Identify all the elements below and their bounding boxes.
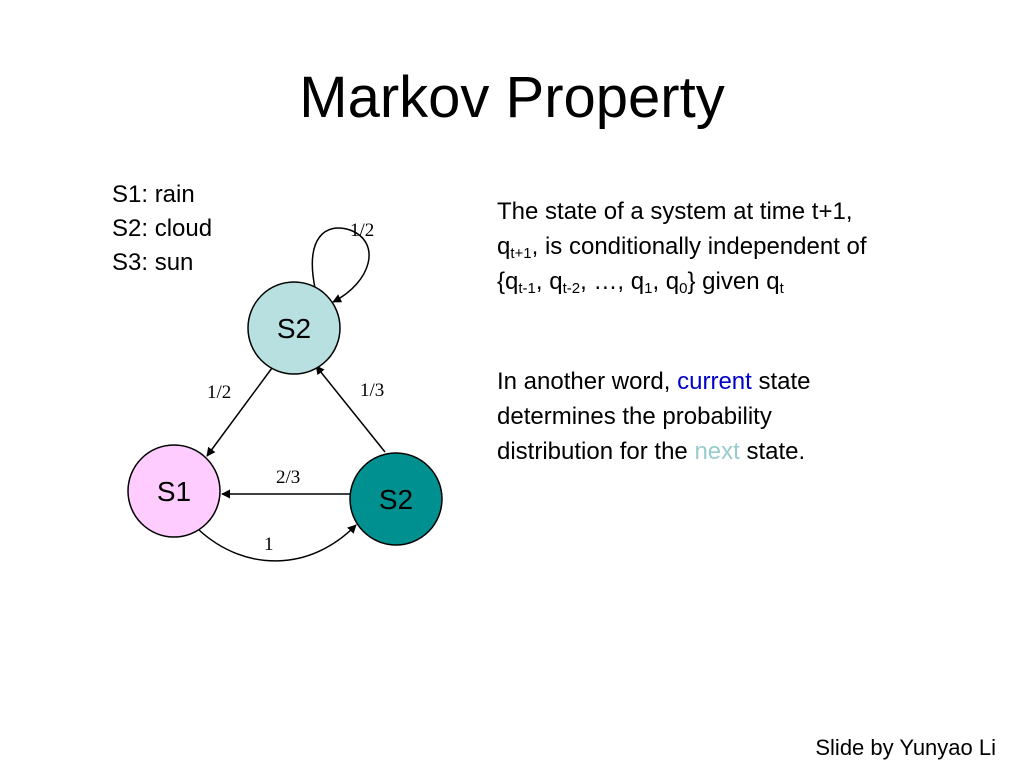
edge-right-to-top xyxy=(315,365,386,453)
markov-explanation: In another word, current state determine… xyxy=(497,364,977,469)
definition-text: The state of a system at time t+1, xyxy=(497,198,853,225)
definition-text: {q xyxy=(497,268,519,295)
node-label-left: S1 xyxy=(157,476,191,507)
explanation-text: determines the probability xyxy=(497,403,772,430)
subscript-1: 1 xyxy=(644,280,653,297)
subscript-t: t xyxy=(779,280,784,297)
node-top xyxy=(247,281,341,375)
node-label-right: S2 xyxy=(379,484,413,515)
explanation-text: state xyxy=(751,368,811,395)
edge-label-top-to-left: 1/2 xyxy=(207,382,231,403)
edge-self-loop-top xyxy=(311,227,370,303)
edge-label-self-loop: 1/2 xyxy=(350,220,374,241)
state-legend: S1: rain S2: cloud S3: sun xyxy=(112,178,212,280)
highlight-current: current xyxy=(677,368,752,395)
node-left xyxy=(127,444,221,538)
definition-line-1: The state of a system at time t+1, xyxy=(497,194,977,229)
definition-line-2: qt+1, is conditionally independent of xyxy=(497,229,977,264)
subscript-0: 0 xyxy=(679,280,688,297)
subscript-t-minus-2: t-2 xyxy=(562,280,581,297)
explanation-text: distribution for the xyxy=(497,438,695,465)
subscript-t-plus-1: t+1 xyxy=(510,245,532,262)
highlight-next: next xyxy=(694,438,740,465)
legend-item-s1: S1: rain xyxy=(112,181,195,208)
definition-text: } given q xyxy=(687,268,780,295)
node-label-top: S2 xyxy=(277,313,311,344)
definition-text: , is conditionally independent of xyxy=(531,233,867,260)
explanation-line-2: determines the probability xyxy=(497,399,977,434)
explanation-text: state. xyxy=(739,438,806,465)
edge-left-to-right xyxy=(198,524,357,562)
legend-item-s2: S2: cloud xyxy=(112,215,213,242)
markov-definition: The state of a system at time t+1, qt+1,… xyxy=(497,194,977,299)
definition-text: , q xyxy=(652,268,680,295)
edge-label-right-to-left: 2/3 xyxy=(276,467,300,488)
legend-item-s3: S3: sun xyxy=(112,249,194,276)
edge-label-right-to-top: 1/3 xyxy=(360,380,384,401)
edge-label-left-to-right: 1 xyxy=(264,534,274,555)
definition-line-3: {qt-1, qt-2, …, q1, q0} given qt xyxy=(497,264,977,299)
definition-text: , …, q xyxy=(580,268,645,295)
subscript-t-minus-1: t-1 xyxy=(518,280,536,297)
definition-text: , q xyxy=(535,268,563,295)
explanation-line-1: In another word, current state xyxy=(497,364,977,399)
edge-top-to-left xyxy=(206,367,273,457)
q-symbol: q xyxy=(497,233,511,260)
slide-credit: Slide by Yunyao Li xyxy=(815,735,996,760)
explanation-line-3: distribution for the next state. xyxy=(497,434,977,469)
slide-title: Markov Property xyxy=(299,65,725,130)
explanation-text: In another word, xyxy=(497,368,678,395)
node-right xyxy=(349,452,443,546)
